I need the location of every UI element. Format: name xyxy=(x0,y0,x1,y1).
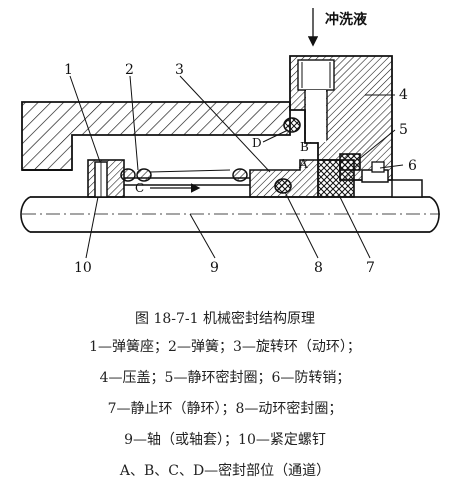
stationary-ring-seal xyxy=(339,153,361,171)
part-number-6: 6 xyxy=(408,158,417,174)
spring-seat xyxy=(87,159,250,198)
legend-line-2: 4—压盖；5—静环密封圈；6—防转销； xyxy=(99,370,351,386)
housing xyxy=(21,101,291,171)
anti-rotation-pin xyxy=(361,161,423,198)
part-number-10: 10 xyxy=(74,260,92,276)
mechanical-seal-diagram: 冲洗液 C xyxy=(20,8,440,276)
part-number-9: 9 xyxy=(210,260,219,276)
caption-title: 图 18-7-1 机械密封结构原理 xyxy=(135,311,315,327)
seal-point-c: C xyxy=(135,181,144,195)
part-number-4: 4 xyxy=(399,87,408,103)
legend-line-5: A、B、C、D—密封部位（通道） xyxy=(119,463,331,479)
legend-line-1: 1—弹簧座；2—弹簧；3—旋转环（动环）； xyxy=(89,339,361,355)
gland-plate xyxy=(289,55,393,181)
shaft xyxy=(20,196,440,233)
part-number-8: 8 xyxy=(314,260,323,276)
rotating-ring-oring xyxy=(274,178,292,194)
part-number-2: 2 xyxy=(125,62,134,78)
part-number-5: 5 xyxy=(399,122,408,138)
rotating-ring xyxy=(249,159,319,198)
stationary-ring xyxy=(317,153,361,198)
seal-path-c-arrow: C xyxy=(135,181,201,195)
seal-point-a: A xyxy=(298,157,308,171)
seal-d-oring xyxy=(283,117,301,133)
legend-line-4: 9—轴（或轴套）；10—紧定螺钉 xyxy=(124,432,326,448)
seal-point-b: B xyxy=(300,140,309,154)
legend-line-3: 7—静止环（静环）；8—动环密封圈； xyxy=(107,401,343,417)
set-screw xyxy=(94,161,108,198)
flush-liquid-label: 冲洗液 xyxy=(325,11,368,28)
seal-point-d: D xyxy=(252,136,262,150)
figure-caption: 图 18-7-1 机械密封结构原理 1—弹簧座；2—弹簧；3—旋转环（动环）； … xyxy=(0,306,450,487)
spring xyxy=(120,168,248,182)
part-number-1: 1 xyxy=(64,62,73,78)
part-number-3: 3 xyxy=(175,62,184,78)
part-number-7: 7 xyxy=(366,260,375,276)
leader-lines xyxy=(69,75,404,259)
